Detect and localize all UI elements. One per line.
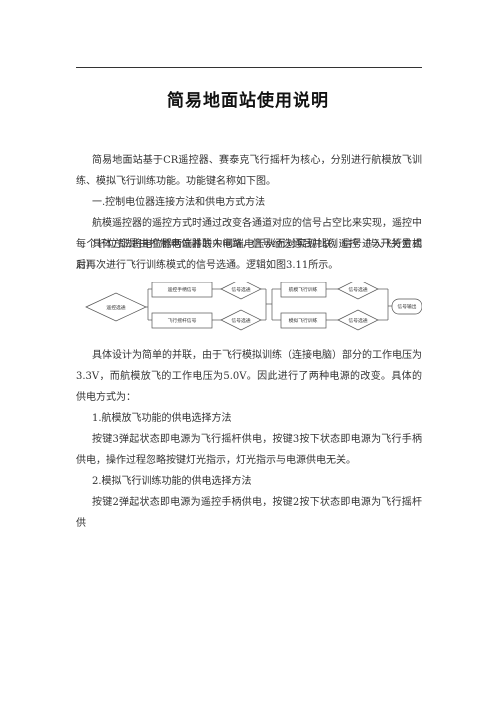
upper-select-diamond xyxy=(220,282,262,300)
header-rule xyxy=(76,67,422,68)
signal-flowchart: 遥控选通 遥控手柄信号 信号选通 飞行摇杆信号 信号选通 航模飞行训练 信号选通… xyxy=(76,282,422,342)
mode-upper-label: 航模飞行训练 xyxy=(289,286,318,293)
output-label: 信号输出 xyxy=(397,303,416,310)
item1-heading: 1.航模放飞功能的供电选择方法 xyxy=(92,413,232,424)
document-title: 简易地面站使用说明 xyxy=(167,91,329,111)
start-diamond xyxy=(85,292,147,322)
section1-paragraph-1: 航模遥控器的遥控方式时通过改变各通道对应的信号占空比来实现，遥控中每个杆位都是由… xyxy=(76,218,422,271)
flowchart-svg: 遥控选通 遥控手柄信号 信号选通 飞行摇杆信号 信号选通 航模飞行训练 信号选通… xyxy=(85,282,422,331)
lower-select-label: 信号选通 xyxy=(231,317,250,324)
upper-signal-box xyxy=(151,282,213,298)
upper-signal-label: 遥控手柄信号 xyxy=(168,286,197,293)
lower-signal-label: 飞行摇杆信号 xyxy=(168,317,197,324)
start-label: 遥控选通 xyxy=(106,304,125,311)
section1-paragraph-3: 具体设计为简单的并联，由于飞行模拟训练（连接电脑）部分的工作电压为3.3V，而航… xyxy=(76,350,422,403)
mode-upper-select-label: 信号选通 xyxy=(348,286,367,293)
mode-lower-select-label: 信号选通 xyxy=(348,317,367,324)
section1-heading: 一.控制电位器连接方法和供电方式方法 xyxy=(92,197,266,208)
upper-select-label: 信号选通 xyxy=(231,286,250,293)
lower-select-diamond xyxy=(220,309,262,331)
item2-body: 按键2弹起状态即电源为遥控手柄供电，按键2按下状态即电源为飞行摇杆供 xyxy=(76,497,422,529)
mode-lower-label: 模拟飞行训练 xyxy=(289,317,318,324)
mode-upper-box xyxy=(280,282,327,298)
section1-paragraph-2: 具体方法将电位器两端并联入电路，信号经选通后并联，信号进入飞行方式后再次进行飞行… xyxy=(76,239,422,271)
output-terminal xyxy=(391,298,422,315)
mode-lower-box xyxy=(280,312,327,329)
item2-heading: 2.模拟飞行训练功能的供电选择方法 xyxy=(92,476,252,487)
mode-lower-diamond xyxy=(337,309,379,331)
intro-paragraph: 简易地面站基于CR遥控器、赛泰克飞行摇杆为核心，分别进行航模放飞训练、模拟飞行训… xyxy=(76,155,422,187)
lower-signal-box xyxy=(151,312,213,329)
mode-upper-diamond xyxy=(337,282,379,300)
item1-body: 按键3弹起状态即电源为飞行摇杆供电，按键3按下状态即电源为飞行手柄供电，操作过程… xyxy=(76,434,422,466)
